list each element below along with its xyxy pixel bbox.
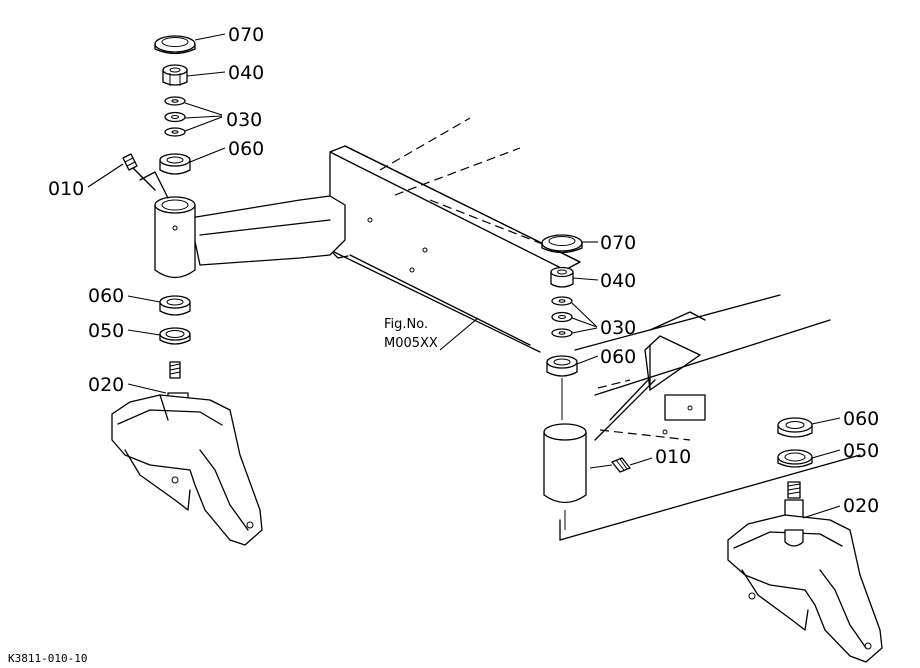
callout-right-050: 050 xyxy=(843,440,879,462)
callout-left-060-bottom: 060 xyxy=(88,285,124,307)
callout-mid-060: 060 xyxy=(600,346,636,368)
callout-mid-030: 030 xyxy=(600,317,636,339)
left-lower-parts-stack xyxy=(159,295,191,379)
callout-labels: 070 040 030 060 010 060 050 020 070 040 … xyxy=(48,24,879,517)
callout-left-010: 010 xyxy=(48,178,84,200)
callout-mid-010: 010 xyxy=(655,446,691,468)
front-axle-frame xyxy=(329,117,861,541)
callout-right-020: 020 xyxy=(843,495,879,517)
right-knuckle-020 xyxy=(727,514,883,663)
callout-left-040: 040 xyxy=(228,62,264,84)
callout-left-070: 070 xyxy=(228,24,264,46)
callout-right-060: 060 xyxy=(843,408,879,430)
drawing-code: K3811-010-10 xyxy=(8,652,87,665)
middle-parts-stack xyxy=(541,234,631,530)
callout-left-030: 030 xyxy=(226,109,262,131)
callout-left-020: 020 xyxy=(88,374,124,396)
callout-mid-070: 070 xyxy=(600,232,636,254)
left-upper-parts-stack xyxy=(122,35,196,199)
left-steering-knuckle-housing xyxy=(154,195,346,279)
callout-left-050: 050 xyxy=(88,320,124,342)
figure-ref-line2: M005XX xyxy=(384,336,438,351)
leader-lines xyxy=(87,33,841,519)
left-knuckle-020 xyxy=(111,392,263,546)
figure-reference: Fig.No. M005XX xyxy=(384,317,438,351)
callout-left-060-top: 060 xyxy=(228,138,264,160)
callout-mid-040: 040 xyxy=(600,270,636,292)
figure-ref-line1: Fig.No. xyxy=(384,317,428,332)
